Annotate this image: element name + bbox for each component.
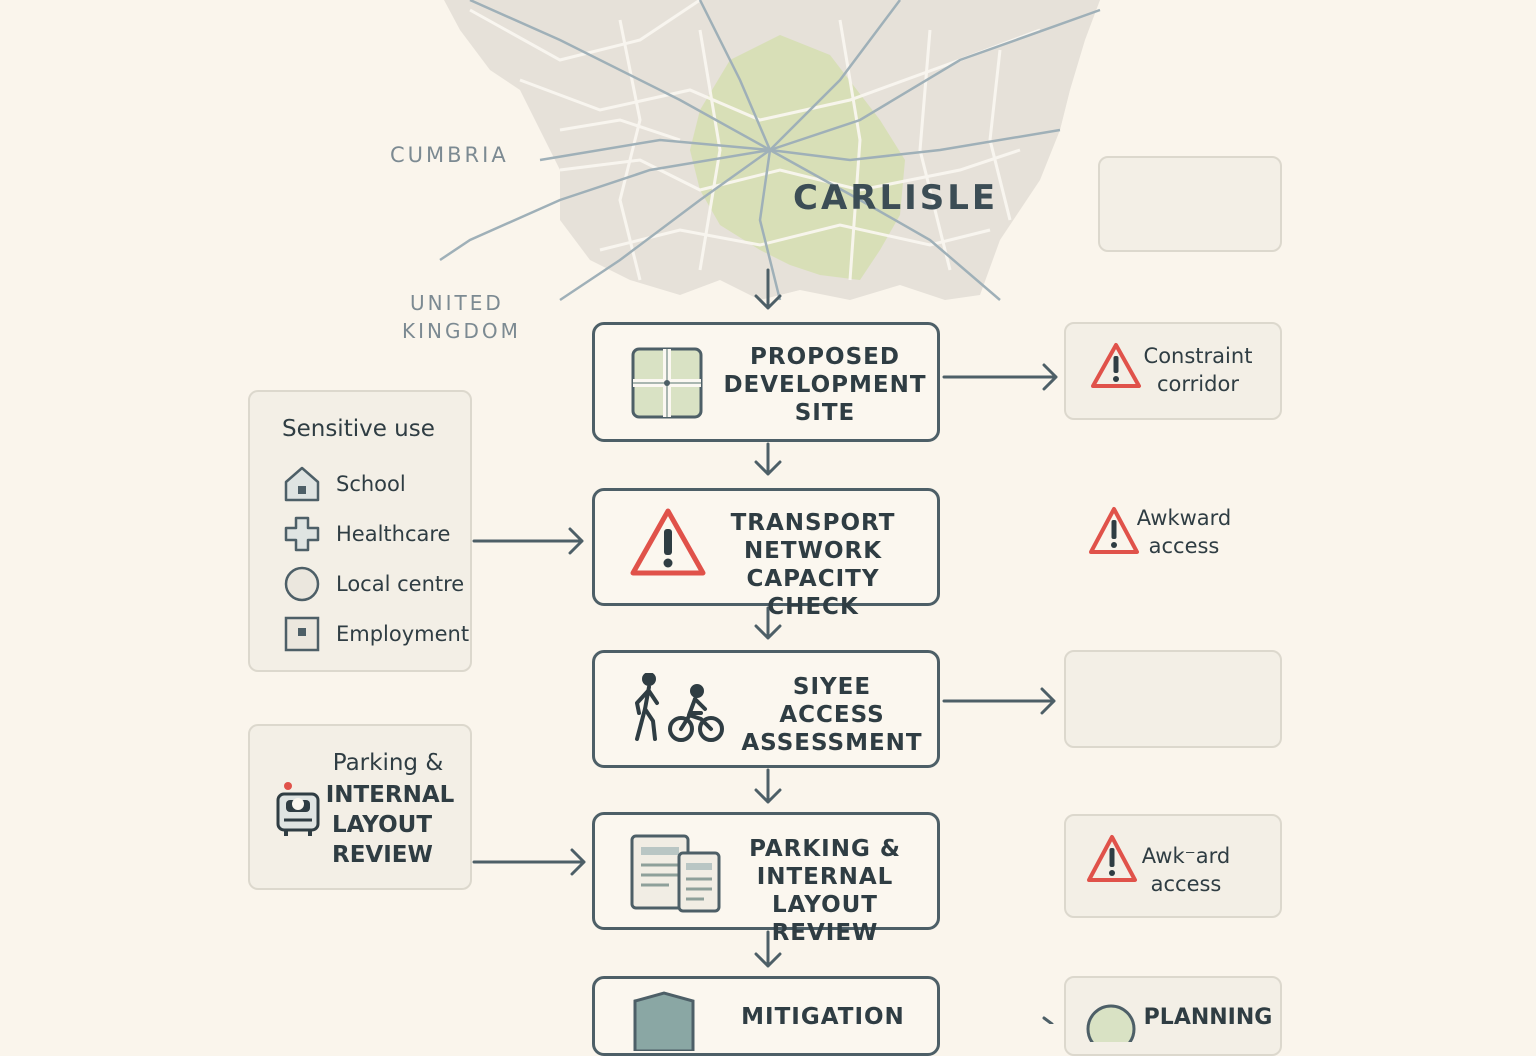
warning-icon — [630, 508, 706, 576]
arrow-sensitive-to-transport — [472, 527, 584, 555]
region-label: CUMBRIA — [390, 143, 509, 167]
step-3-line-3: ASSESSMENT — [741, 730, 923, 756]
warning-icon — [1089, 507, 1139, 554]
country-label-line2: KINGDOM — [402, 319, 521, 343]
note-1-line-2: corridor — [1157, 372, 1239, 396]
warning-icon — [1087, 835, 1137, 882]
empty-note-box-middle — [1064, 650, 1282, 748]
step-parking-internal-layout-review[interactable]: PARKING & INTERNAL LAYOUT REVIEW — [592, 812, 940, 946]
site-grid-icon — [631, 347, 703, 419]
parking-review-panel: Parking & INTERNAL LAYOUT REVIEW — [248, 724, 472, 890]
sensitive-use-panel: Sensitive use School Healthcare Local ce… — [248, 390, 472, 672]
empty-note-box-top — [1098, 156, 1282, 252]
parking-panel-line-2: INTERNAL — [325, 782, 455, 808]
step-proposed-development-site[interactable]: PROPOSED DEVELOPMENT SITE — [592, 322, 940, 442]
house-icon — [284, 466, 320, 502]
note-1-line-1: Constraint — [1143, 344, 1253, 368]
legend-item-local-centre: Local centre — [282, 564, 464, 604]
documents-icon — [630, 834, 721, 913]
step-1-line-1: PROPOSED — [750, 344, 900, 370]
warning-icon — [1091, 343, 1141, 388]
arrow-mitigation-to-planning — [1042, 1016, 1054, 1024]
note-4-line-1: PLANNING — [1143, 1005, 1273, 1030]
city-label: CARLISLE — [793, 178, 999, 218]
step-3-line-1: SIYEE — [792, 674, 872, 700]
circle-icon — [284, 566, 320, 602]
legend-item-employment: Employment — [282, 614, 469, 654]
note-planning: PLANNING — [1064, 976, 1282, 1056]
arrow-access-to-empty — [942, 687, 1056, 715]
step-2-line-1: TRANSPORT — [730, 510, 896, 536]
legend-item-healthcare: Healthcare — [282, 514, 450, 554]
step-transport-network-capacity-check[interactable]: TRANSPORT NETWORK CAPACITY CHECK — [592, 488, 940, 620]
arrow-site-to-constraint — [942, 363, 1058, 391]
legend-label-school: School — [336, 472, 406, 496]
cross-icon — [284, 516, 320, 552]
note-3-line-1: Awk⁻ard — [1141, 844, 1231, 868]
country-label-line1: UNITED — [410, 291, 504, 315]
parking-panel-line-1: Parking & — [332, 750, 444, 776]
shield-icon — [633, 991, 695, 1051]
note-2-line-2: access — [1148, 534, 1220, 558]
legend-label-employment: Employment — [336, 622, 470, 646]
step-1-line-3: SITE — [794, 400, 856, 426]
step-2-line-2: NETWORK — [743, 538, 883, 564]
note-constraint-corridor: Constraint corridor — [1064, 322, 1282, 420]
parking-panel-line-4: REVIEW — [332, 842, 433, 868]
carlisle-map — [439, 0, 1101, 302]
note-awkward-access-2: Awk⁻ard access — [1064, 814, 1282, 918]
step-3-line-2: ACCESS — [779, 702, 885, 728]
step-1-line-2: DEVELOPMENT — [723, 372, 927, 398]
sensitive-use-title: Sensitive use — [282, 416, 435, 442]
circle-icon — [1086, 1004, 1136, 1042]
step-4-line-1: PARKING & — [749, 836, 901, 862]
vehicle-icon — [276, 782, 320, 836]
step-4-line-2: INTERNAL — [756, 864, 894, 890]
legend-item-school: School — [282, 464, 406, 504]
step-2-line-3: CAPACITY CHECK — [746, 566, 880, 620]
note-2-line-1: Awkward — [1136, 506, 1232, 530]
pedestrian-cyclist-icon — [635, 673, 724, 742]
arrow-parking-panel-to-step — [472, 848, 586, 876]
legend-label-healthcare: Healthcare — [336, 522, 451, 546]
building-icon — [284, 616, 320, 652]
note-awkward-access: Awkward access — [1086, 504, 1286, 574]
parking-panel-line-3: LAYOUT — [332, 812, 433, 838]
step-mitigation[interactable]: MITIGATION — [592, 976, 940, 1056]
step-5-line-1: MITIGATION — [741, 1004, 905, 1030]
legend-label-local-centre: Local centre — [336, 572, 465, 596]
arrow-access-to-parking — [754, 768, 782, 804]
step-4-line-3: LAYOUT REVIEW — [771, 892, 879, 946]
note-3-line-2: access — [1150, 872, 1222, 896]
step-site-access-assessment[interactable]: SIYEE ACCESS ASSESSMENT — [592, 650, 940, 768]
arrow-site-to-transport — [754, 442, 782, 476]
